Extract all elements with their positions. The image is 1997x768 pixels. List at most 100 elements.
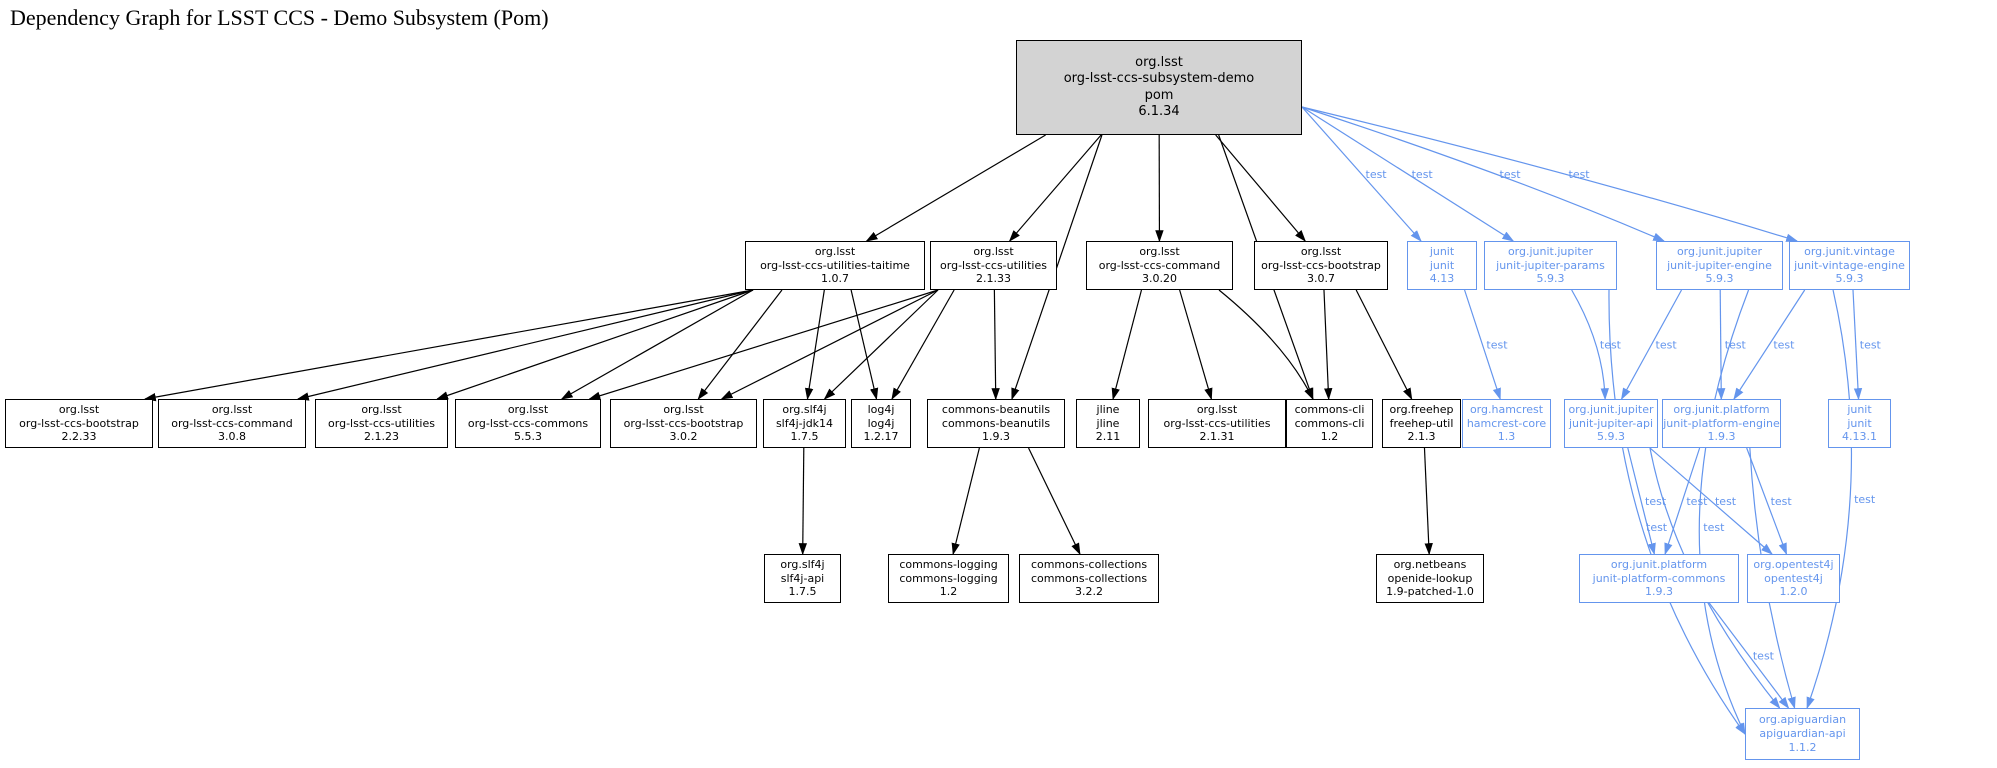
dependency-edge-subsystem-demo-pom--junit-4.13 — [1301, 106, 1422, 242]
dep-node-label: 5.5.3 — [514, 430, 542, 444]
dep-node-label: org.lsst — [973, 244, 1014, 258]
dep-node-label: commons-beanutils — [941, 416, 1051, 430]
dep-node-label: 6.1.34 — [1138, 103, 1180, 119]
dependency-edge-junit-vintage-engine--apiguardian-api — [1806, 289, 1853, 710]
dependency-edge-utilities-2.1.33--commons-5.5.3 — [588, 289, 939, 400]
dep-node-label: commons-logging — [899, 557, 998, 571]
dep-node-label: commons-collections — [1030, 557, 1148, 571]
dep-node-label: commons-beanutils — [941, 402, 1051, 416]
dep-node-label: org.junit.jupiter — [1568, 402, 1654, 416]
dependency-edge-junit-vintage-engine--junit-4.13.1 — [1852, 289, 1863, 401]
dependency-edge-command-3.0.20--utilities-2.1.31 — [1179, 289, 1213, 401]
dep-node-label: junit-jupiter-engine — [1667, 258, 1772, 272]
dep-node-label: org-lsst-ccs-commons — [467, 416, 589, 430]
dep-node-label: org.lsst — [361, 402, 402, 416]
dep-node-label: org-lsst-ccs-utilities — [328, 416, 435, 430]
edge-scope-label: test — [1569, 168, 1591, 181]
dependency-edge-subsystem-demo-pom--junit-jupiter-params — [1301, 106, 1515, 242]
dep-node-label: org.junit.jupiter — [1507, 244, 1594, 258]
dependency-edge-utilities-taitime-1.0.7--command-3.0.8 — [296, 289, 754, 401]
dep-node-label: 4.13.1 — [1842, 430, 1877, 444]
dep-node-label: 2.1.3 — [1407, 430, 1436, 444]
dep-node-label: 1.0.7 — [821, 272, 849, 286]
edge-scope-label: test — [1860, 339, 1882, 352]
dep-node-label: 3.2.2 — [1075, 585, 1103, 599]
dep-node-label: org.freehep — [1389, 402, 1454, 416]
dependency-edge-bootstrap-3.0.7--commons-cli-1.2 — [1323, 289, 1333, 401]
dep-node-label: junit-platform-engine — [1663, 416, 1780, 430]
dep-node-label: commons-logging — [899, 571, 998, 585]
dep-node-label: org.lsst — [211, 402, 253, 416]
dep-node-label: 1.9.3 — [1707, 430, 1736, 444]
edge-scope-label: test — [1686, 495, 1708, 508]
dep-node-label: 1.9-patched-1.0 — [1386, 585, 1474, 599]
dependency-edge-utilities-2.1.33--bootstrap-3.0.2 — [720, 289, 939, 400]
dep-node-label: org.lsst — [507, 402, 549, 416]
dep-node-label: org.lsst — [1300, 244, 1342, 258]
edge-scope-label: test — [1500, 168, 1522, 181]
dependency-edge-junit-4.13--hamcrest-core-1.3 — [1463, 289, 1501, 401]
dep-node-label: 1.2.17 — [863, 430, 899, 444]
dep-node-label: openide-lookup — [1387, 571, 1473, 585]
dep-node-label: 3.0.20 — [1142, 272, 1177, 286]
edge-scope-label: test — [1854, 493, 1876, 506]
dependency-edge-junit-jupiter-engine--junit-platform-engine — [1716, 289, 1726, 401]
dep-node-label: 1.7.5 — [790, 430, 819, 444]
dep-node-label: junit — [1429, 258, 1455, 272]
dependency-edge-utilities-taitime-1.0.7--bootstrap-2.2.33 — [143, 289, 754, 402]
dep-node-label: slf4j-api — [780, 571, 825, 585]
dep-node-label: 2.1.33 — [976, 272, 1011, 286]
dependency-edge-subsystem-demo-pom--utilities-2.1.33 — [1008, 134, 1102, 242]
dependency-edge-bootstrap-3.0.7--freehep-util-2.1.3 — [1355, 289, 1413, 401]
dep-node-label: 1.9.3 — [982, 430, 1010, 444]
dep-node-label: opentest4j — [1764, 571, 1823, 585]
dependency-edge-utilities-2.1.33--commons-beanutils — [991, 289, 1000, 401]
dep-node-label: commons-cli — [1294, 402, 1365, 416]
dependency-edge-junit-vintage-engine--junit-platform-engine — [1733, 289, 1806, 401]
dependency-edge-slf4j-jdk14--slf4j-api-1.7.5 — [798, 447, 808, 556]
dep-node-label: 2.1.23 — [364, 430, 399, 444]
edge-scope-label: test — [1646, 521, 1668, 534]
dep-node-label: junit-platform-commons — [1592, 571, 1726, 585]
dep-node-label: org.slf4j — [782, 402, 827, 416]
dep-node-label: org.opentest4j — [1753, 557, 1834, 571]
dep-node-label: junit-jupiter-api — [1568, 416, 1654, 430]
dep-node-label: jline — [1096, 402, 1120, 416]
dep-node-label: 4.13 — [1429, 272, 1455, 286]
dependency-edge-junit-platform-engine--junit-platform-commons — [1664, 447, 1701, 556]
dep-node-label: org.lsst — [1135, 55, 1183, 70]
